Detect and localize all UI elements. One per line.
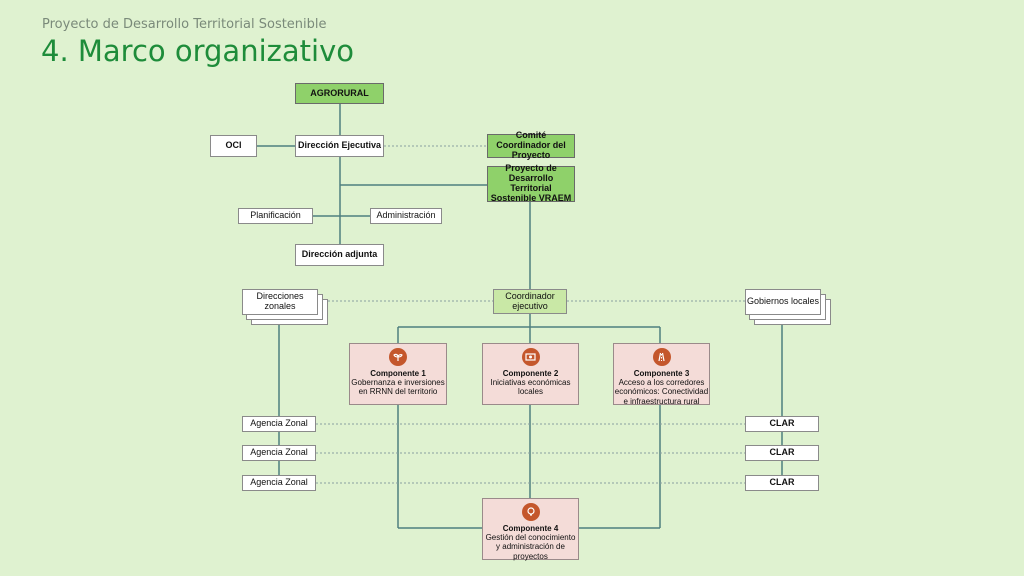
agencia-zonal-box: Agencia Zonal — [242, 445, 316, 461]
planificacion-box: Planificación — [238, 208, 313, 224]
componente-4-text: Gestión del conocimiento y administració… — [485, 533, 576, 561]
componente-1-text: Gobernanza e inversiones en RRNN del ter… — [351, 378, 445, 397]
componente-1-title: Componente 1 — [370, 369, 426, 378]
oci-box: OCI — [210, 135, 257, 157]
direccion-adjunta-box: Dirección adjunta — [295, 244, 384, 266]
comite-coordinador-box: Comité Coordinador del Proyecto — [487, 130, 575, 160]
componente-2-box: Componente 2 Iniciativas económicas loca… — [482, 343, 579, 405]
idea-icon — [521, 503, 540, 521]
componente-2-title: Componente 2 — [502, 369, 559, 378]
agencia-zonal-box: Agencia Zonal — [242, 475, 316, 491]
direcciones-zonales-box: Direcciones zonales — [242, 289, 318, 315]
slide-title: 4. Marco organizativo — [41, 34, 354, 68]
gobiernos-locales-box: Gobiernos locales — [745, 289, 821, 315]
agencia-zonal-box: Agencia Zonal — [242, 416, 316, 432]
componente-3-text: Acceso a los corredores económicos: Cone… — [614, 378, 709, 406]
agrorural-box: AGRORURAL — [295, 83, 384, 104]
componente-4-box: Componente 4 Gestión del conocimiento y … — [482, 498, 579, 561]
money-icon — [521, 348, 540, 366]
direccion-ejecutiva-box: Dirección Ejecutiva — [295, 135, 384, 157]
componente-4-title: Componente 4 — [502, 524, 559, 533]
componente-3-title: Componente 3 — [633, 369, 690, 378]
componente-1-box: Componente 1 Gobernanza e inversiones en… — [349, 343, 447, 405]
road-icon — [652, 348, 671, 366]
sprout-icon — [389, 348, 407, 366]
clar-box: CLAR — [745, 445, 819, 461]
clar-box: CLAR — [745, 475, 819, 491]
proyecto-vraem-box: Proyecto de Desarrollo Territorial Soste… — [487, 163, 575, 203]
componente-3-box: Componente 3 Acceso a los corredores eco… — [613, 343, 710, 406]
coordinador-ejecutivo-box: Coordinador ejecutivo — [493, 289, 567, 314]
administracion-box: Administración — [370, 208, 442, 224]
componente-2-text: Iniciativas económicas locales — [490, 378, 571, 397]
presentation-subtitle: Proyecto de Desarrollo Territorial Soste… — [42, 17, 327, 32]
clar-box: CLAR — [745, 416, 819, 432]
